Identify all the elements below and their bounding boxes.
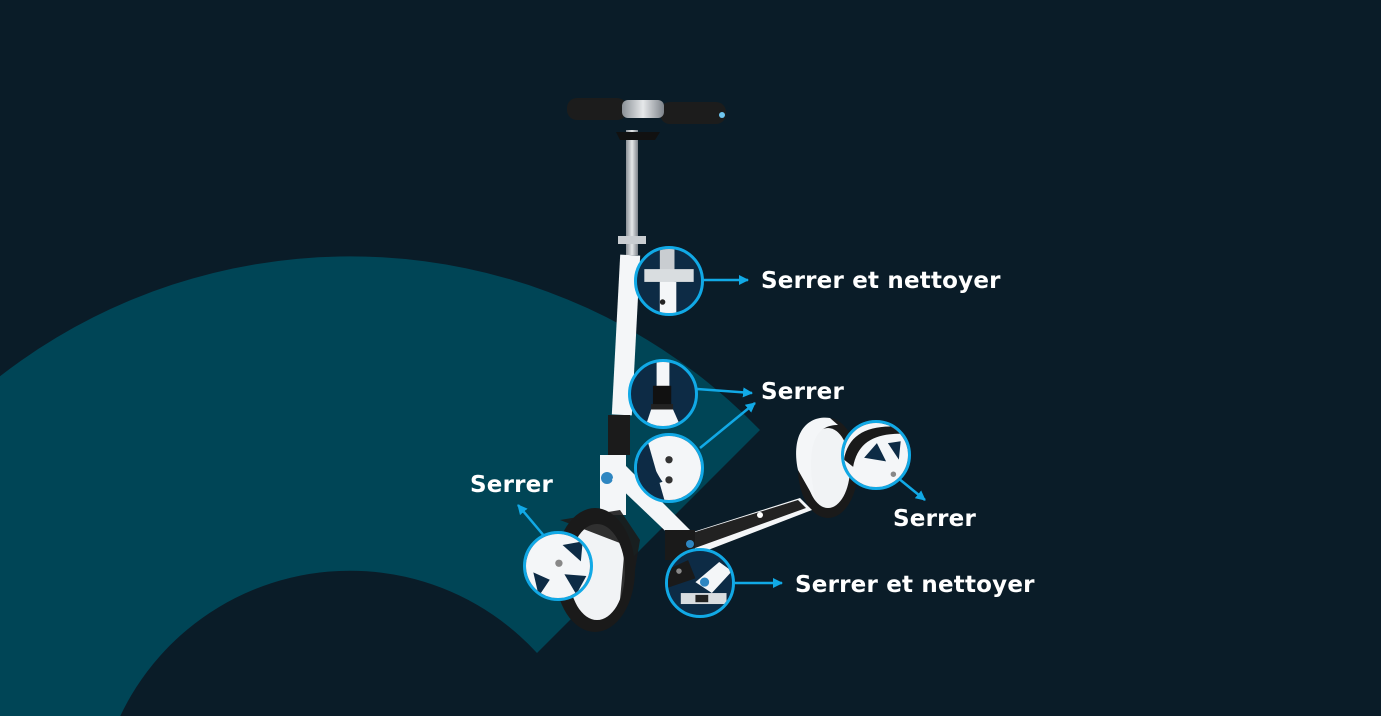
callout-stem-collar — [628, 359, 698, 429]
arrow-stem-collar — [696, 387, 753, 398]
callout-rear-wheel — [841, 420, 911, 490]
callout-handlebar-clamp — [634, 246, 704, 316]
rear-wheel-detail-icon — [844, 423, 908, 487]
callout-front-wheel — [523, 531, 593, 601]
callout-folding-mechanism — [665, 548, 735, 618]
callout-fork-bolts — [634, 433, 704, 503]
arrow-front-wheel — [517, 504, 546, 538]
front-wheel-detail-icon — [526, 534, 590, 598]
label-rear-wheel: Serrer — [893, 506, 976, 532]
connector-arrows — [517, 275, 926, 588]
label-front-wheel: Serrer — [470, 472, 553, 498]
handlebar — [567, 98, 726, 140]
label-folding-mechanism: Serrer et nettoyer — [795, 572, 1035, 598]
label-handlebar-clamp: Serrer et nettoyer — [761, 268, 1001, 294]
label-stem-collar: Serrer — [761, 379, 844, 405]
arrow-rear-wheel — [897, 477, 926, 501]
collar-detail-icon — [645, 362, 681, 426]
clamp-detail-icon — [644, 249, 694, 313]
bolts-detail-icon — [637, 436, 701, 500]
deck — [668, 498, 812, 560]
arrow-fork-bolts — [699, 402, 756, 449]
folding-detail-icon — [668, 560, 732, 605]
